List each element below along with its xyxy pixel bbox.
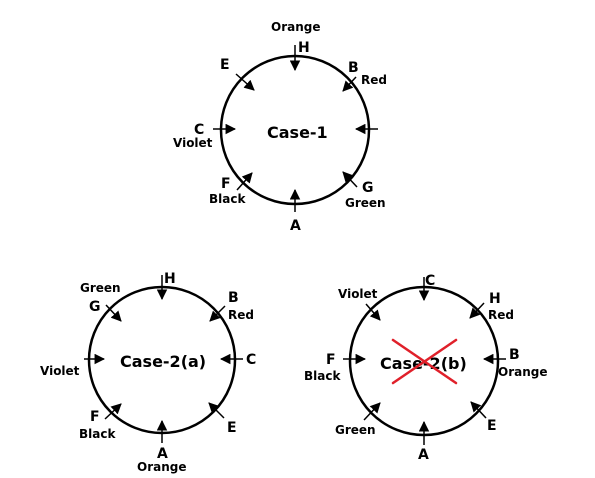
case-2a-title: Case-2(a) [120,352,206,371]
case2a-seat-top-left: G [89,299,101,315]
case2a-seat-bottom-right: E [227,420,237,436]
arrow-case2a-top-left [105,304,122,322]
case1-color-left: Violet [173,136,213,150]
case-1-title: Case-1 [267,123,328,142]
case2b-color-left: Black [304,369,341,383]
case1-seat-bottom: A [290,218,301,234]
case1-color-top: Orange [271,20,321,34]
case2a-color-top-right: Red [228,308,254,322]
case1-seat-top-right: B [348,60,359,76]
case1-seat-left: C [194,122,204,138]
arrow-case1-bottom-left [236,172,253,191]
case2b-color-top-left: Violet [338,287,378,301]
case2b-seat-bottom: A [418,447,429,463]
case1-color-bottom-left: Black [209,192,246,206]
case2a-seat-top: H [164,271,176,287]
case1-color-bottom-right: Green [345,196,386,210]
rejected-cross-mark [391,338,458,385]
arrow-case1-top-right [342,76,357,92]
arrow-case2a-bottom-left [104,403,122,420]
case1-seat-top: H [298,40,310,56]
case2a-seat-bottom: A [157,446,168,462]
arrow-case2a-bottom-right [208,402,225,419]
case2a-color-top-left: Green [80,281,121,295]
case2b-seat-right: B [509,347,520,363]
case2b-color-right: Orange [498,365,548,379]
case1-seat-bottom-left: F [221,176,231,192]
case-1-group: Case-1 H B E C F G A Orange Red Violet B… [173,20,387,234]
arrow-case2b-bottom-right [470,401,487,419]
arrow-case1-bottom-right [342,171,358,188]
case-2a-group: Case-2(a) H G B C F E A Green Red Violet… [40,271,256,474]
case2b-color-top-right: Red [488,308,514,322]
case2a-seat-bottom-left: F [90,409,100,425]
case2b-seat-left: F [326,352,336,368]
case1-color-top-right: Red [361,73,387,87]
case2a-seat-top-right: B [228,290,239,306]
arrow-case1-top-left [235,73,255,91]
case2a-color-bottom-left: Black [79,427,116,441]
arrow-case2b-bottom-left [363,402,381,421]
case2a-seat-right: C [246,352,256,368]
arrow-case2b-top-left [365,303,381,321]
case1-seat-top-left: E [220,57,230,73]
case2b-seat-top-right: H [489,291,501,307]
case1-seat-bottom-right: G [362,180,374,196]
arrow-case2a-top-right [209,305,226,322]
case2b-seat-bottom-right: E [487,418,497,434]
case2a-color-left: Violet [40,364,80,378]
case2a-color-bottom: Orange [137,460,187,474]
case-2b-group: Case-2(b) C H F B E A Violet Red Black O… [304,273,548,463]
arrow-case2b-top-right [469,302,485,319]
case2b-seat-top: C [425,273,435,289]
case2b-color-bottom-left: Green [335,423,376,437]
